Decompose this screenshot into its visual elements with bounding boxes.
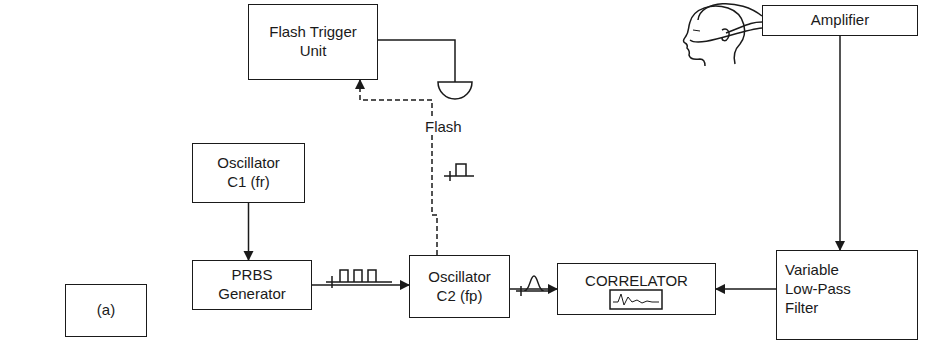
box-text: Oscillator C2 (fp) <box>420 268 500 306</box>
signal-arrow <box>716 288 776 290</box>
trigger-pulse <box>444 164 474 181</box>
electrode-wire <box>690 28 762 42</box>
oscillator-box: Oscillator C2 (fp) <box>409 255 510 318</box>
signal-arrow <box>312 284 409 286</box>
process-box: Flash Trigger Unit <box>248 4 378 80</box>
box-text: Variable Low-Pass Filter <box>785 261 855 317</box>
flash-wire <box>377 40 455 82</box>
box-text: Oscillator C1 (fr) <box>209 154 289 192</box>
box-text: Flash Trigger Unit <box>257 23 369 61</box>
process-box: Amplifier <box>762 5 918 36</box>
signal-arrow <box>839 36 841 250</box>
oscillator-box: Oscillator C1 (fr) <box>192 143 305 203</box>
gaussian-waveform <box>516 276 550 296</box>
generator-box: PRBS Generator <box>192 260 312 310</box>
head-ear <box>722 29 729 41</box>
flash-lamp <box>438 82 472 99</box>
signal-arrow <box>248 203 250 260</box>
correlator-screen <box>610 290 662 309</box>
signal-arrow <box>510 288 557 290</box>
correlator-trace <box>613 294 659 305</box>
box-text: Amplifier <box>811 11 869 30</box>
box-text: CORRELATOR <box>585 272 688 291</box>
head-eye <box>693 30 700 31</box>
head-outline <box>683 6 744 66</box>
signal-arrow <box>360 80 437 255</box>
filter-box: Variable Low-Pass Filter <box>776 250 918 340</box>
box-text: PRBS Generator <box>204 266 300 304</box>
electrode-wire <box>698 4 762 20</box>
correlator-box: CORRELATOR <box>557 263 716 315</box>
figure-tag: (a) <box>65 284 147 337</box>
box-text: (a) <box>97 301 115 320</box>
flash-label: Flash <box>424 118 463 135</box>
